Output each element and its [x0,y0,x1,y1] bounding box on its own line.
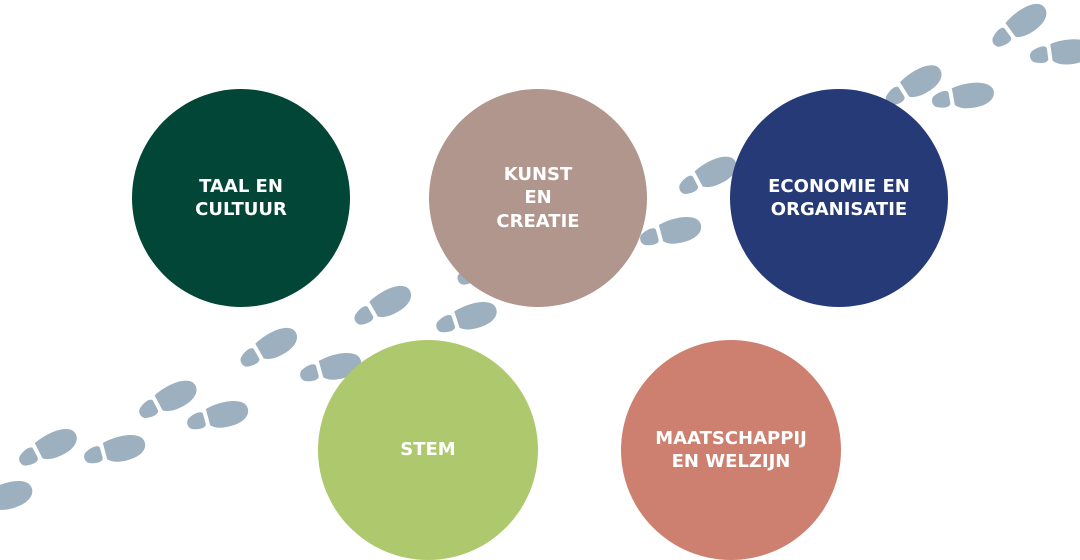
footprint-icon [436,302,497,333]
domain-label-kunst-en-creatie: KUNST EN CREATIE [496,163,580,232]
footprint-icon [0,481,33,510]
domain-circle-kunst-en-creatie[interactable]: KUNST EN CREATIE [429,89,647,307]
footprint-icon [84,435,146,464]
footprint-icon [932,82,994,109]
domain-label-stem: STEM [400,439,456,461]
footprint-icon [1030,39,1080,65]
footprint-icon [885,65,942,106]
domain-circle-stem[interactable]: STEM [318,340,538,560]
domain-circle-economie-en-organisatie[interactable]: ECONOMIE EN ORGANISATIE [730,89,948,307]
domain-label-maatschappij-en-welzijn: MAATSCHAPPIJ EN WELZIJN [655,427,807,472]
footprint-icon [679,156,737,194]
footprint-icon [992,3,1047,47]
footprint-icon [354,285,412,325]
domain-label-economie-en-organisatie: ECONOMIE EN ORGANISATIE [768,175,910,220]
domain-label-taal-en-cultuur: TAAL EN CULTUUR [195,175,287,220]
footprint-icon [240,327,298,367]
footprint-icon [640,217,702,246]
footprint-icon [139,380,197,418]
domain-circle-taal-en-cultuur[interactable]: TAAL EN CULTUUR [132,89,350,307]
domain-circle-maatschappij-en-welzijn[interactable]: MAATSCHAPPIJ EN WELZIJN [621,340,841,560]
footprint-icon [187,401,249,430]
footprint-icon [19,428,77,466]
